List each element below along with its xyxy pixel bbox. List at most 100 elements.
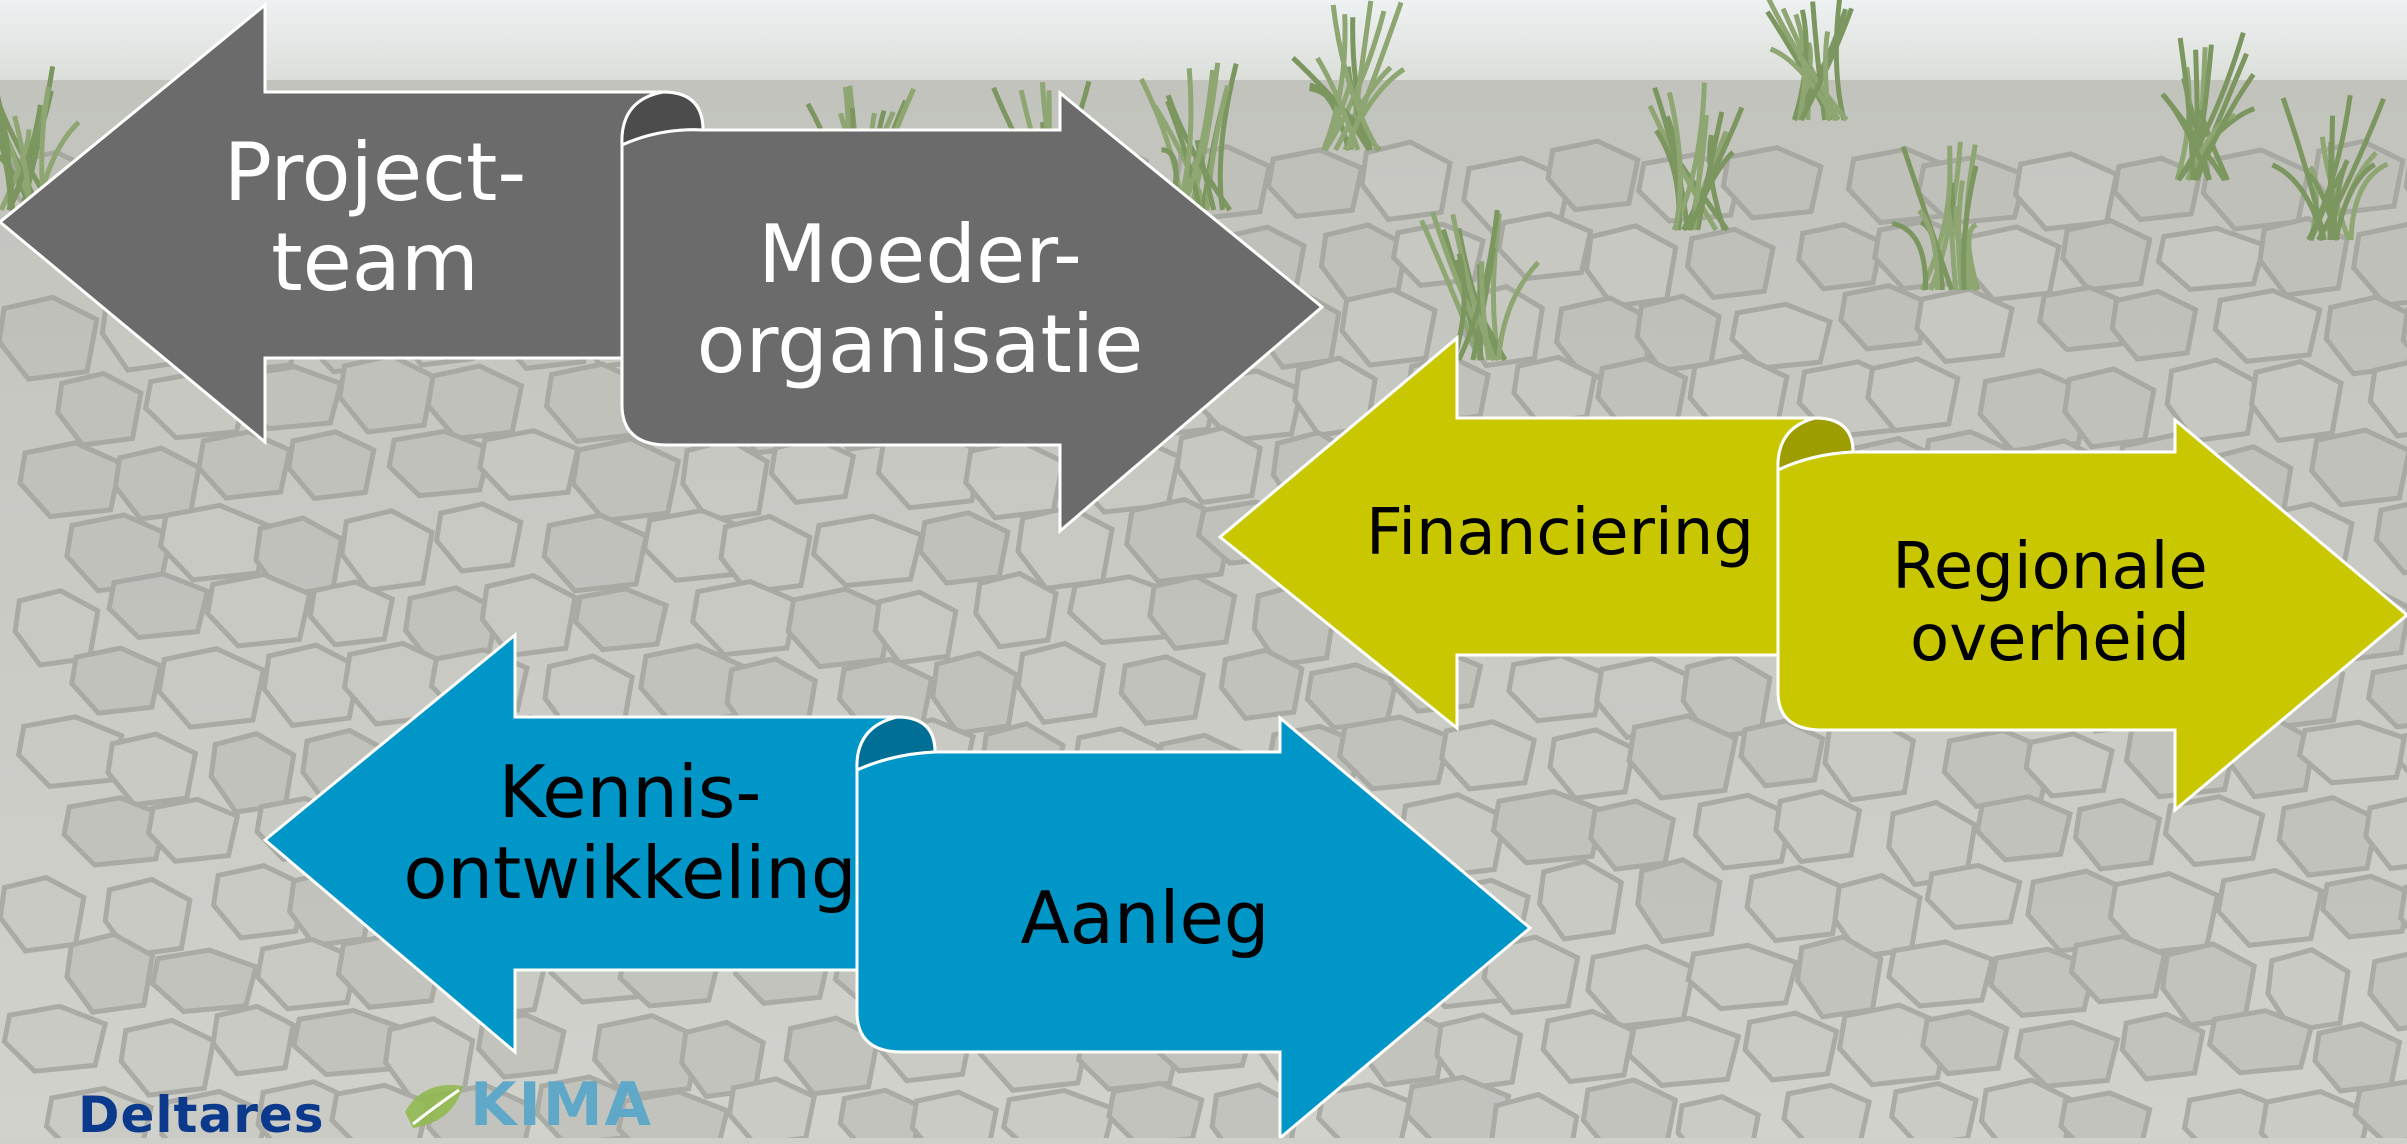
soil-crack bbox=[2215, 867, 2325, 948]
soil-crack bbox=[196, 429, 293, 501]
grass-blade bbox=[1495, 260, 1541, 361]
soil-crack bbox=[1315, 1082, 1413, 1138]
soil-crack bbox=[156, 646, 267, 730]
soil-crack bbox=[1496, 211, 1594, 282]
soil-crack bbox=[145, 796, 241, 864]
soil-crack bbox=[2296, 719, 2407, 786]
soil-crack bbox=[572, 586, 670, 653]
soil-crack bbox=[1580, 1077, 1679, 1138]
soil-crack bbox=[1489, 1091, 1580, 1138]
soil-crack bbox=[570, 436, 682, 524]
label-financiering: Financiering bbox=[1366, 496, 1754, 570]
soil-crack bbox=[2397, 732, 2407, 774]
grass-blade bbox=[1833, 0, 1847, 121]
grass-blade bbox=[1681, 106, 1745, 232]
soil-crack bbox=[1118, 654, 1206, 726]
soil-crack bbox=[2013, 1019, 2121, 1089]
arrow-right-regionale-overheid bbox=[1776, 416, 2407, 814]
grass-blade bbox=[1188, 62, 1221, 211]
grass-blade bbox=[0, 95, 13, 211]
soil-crack bbox=[1988, 946, 2098, 1019]
grass-blade bbox=[19, 65, 56, 211]
soil-crack bbox=[810, 513, 925, 589]
soil-crack bbox=[69, 645, 164, 716]
soil-crack bbox=[106, 571, 211, 641]
label-project-team: Project- team bbox=[223, 126, 527, 309]
soil-crack bbox=[2276, 795, 2380, 878]
label-moederorganisatie: Moeder- organisatie bbox=[696, 208, 1144, 391]
soil-crack bbox=[1974, 794, 2073, 863]
soil-crack bbox=[1481, 934, 1581, 1016]
soil-crack bbox=[0, 294, 100, 382]
grass-blade bbox=[1695, 111, 1725, 231]
soil-crack bbox=[1675, 1094, 1762, 1138]
soil-crack bbox=[1886, 939, 1996, 1009]
soil-crack bbox=[2109, 288, 2199, 362]
soil-crack bbox=[433, 501, 524, 574]
soil-crack bbox=[2155, 225, 2268, 292]
soil-crack bbox=[1626, 1015, 1742, 1088]
label-kennisontwikkeling: Kennis- ontwikkeling bbox=[403, 750, 857, 915]
soil-crack bbox=[2373, 502, 2407, 576]
soil-crack bbox=[1438, 719, 1538, 792]
soil-crack bbox=[386, 428, 493, 499]
grass-blade bbox=[1152, 104, 1210, 211]
soil-crack bbox=[2023, 731, 2115, 799]
soil-crack bbox=[1106, 1080, 1205, 1138]
soil-crack bbox=[1920, 1009, 2010, 1077]
soil-crack bbox=[1490, 788, 1607, 866]
soil-crack bbox=[2400, 307, 2407, 349]
soil-crack bbox=[616, 1089, 731, 1138]
soil-crack bbox=[1001, 1087, 1117, 1138]
soil-crack bbox=[1889, 1080, 1979, 1138]
deltares-logo: Deltares bbox=[78, 1086, 325, 1144]
soil-crack bbox=[1, 1003, 109, 1074]
soil-crack bbox=[286, 429, 377, 502]
soil-crack bbox=[339, 508, 435, 593]
soil-crack bbox=[2072, 797, 2163, 872]
arrow-right-moederorganisatie bbox=[620, 89, 1325, 535]
arrow-pair-project-team-moederorganisatie bbox=[0, 1, 1325, 535]
soil-crack bbox=[1838, 283, 1932, 352]
grass-blade bbox=[1479, 261, 1492, 361]
soil-crack bbox=[1626, 713, 1739, 801]
soil-crack bbox=[1924, 862, 2023, 931]
soil-crack bbox=[329, 1082, 431, 1138]
soil-crack bbox=[2058, 1090, 2153, 1138]
soil-crack bbox=[909, 1089, 1000, 1138]
grass-blade bbox=[1652, 86, 1690, 231]
soil-crack bbox=[55, 370, 144, 448]
grass-blade bbox=[2348, 161, 2389, 241]
soil-crack bbox=[149, 947, 260, 1015]
soil-crack bbox=[1836, 1002, 1952, 1088]
soil-crack bbox=[2037, 284, 2134, 353]
soil-crack bbox=[43, 1085, 155, 1138]
soil-crack bbox=[837, 1087, 925, 1138]
grass-blade bbox=[1917, 208, 1940, 291]
soil-crack bbox=[1547, 727, 1637, 801]
soil-crack bbox=[2323, 294, 2407, 377]
soil-crack bbox=[2367, 360, 2407, 439]
soil-crack bbox=[17, 440, 124, 520]
grass-blade bbox=[2330, 159, 2350, 241]
grass-blade bbox=[1309, 82, 1352, 151]
soil-crack bbox=[1796, 222, 1885, 292]
grass-blade bbox=[1194, 139, 1217, 211]
soil-crack bbox=[1635, 857, 1723, 945]
soil-crack bbox=[2162, 794, 2266, 868]
soil-crack bbox=[1218, 647, 1305, 721]
soil-crack bbox=[255, 936, 360, 1012]
soil-crack bbox=[2265, 946, 2351, 1034]
soil-crack bbox=[1540, 1008, 1636, 1085]
arrow-pair-financiering-regionale-overheid bbox=[1217, 334, 2407, 814]
arrow-right-aanleg bbox=[855, 714, 1533, 1138]
grass-blade bbox=[2316, 97, 2386, 242]
grass-blade bbox=[1823, 31, 1831, 121]
soil-crack bbox=[1865, 356, 1961, 434]
soil-crack bbox=[1339, 287, 1438, 368]
soil-crack bbox=[1744, 864, 1845, 944]
soil-crack bbox=[2352, 1079, 2407, 1138]
soil-crack bbox=[1729, 301, 1833, 371]
soil-crack bbox=[2365, 663, 2407, 730]
soil-crack bbox=[1720, 145, 1824, 221]
